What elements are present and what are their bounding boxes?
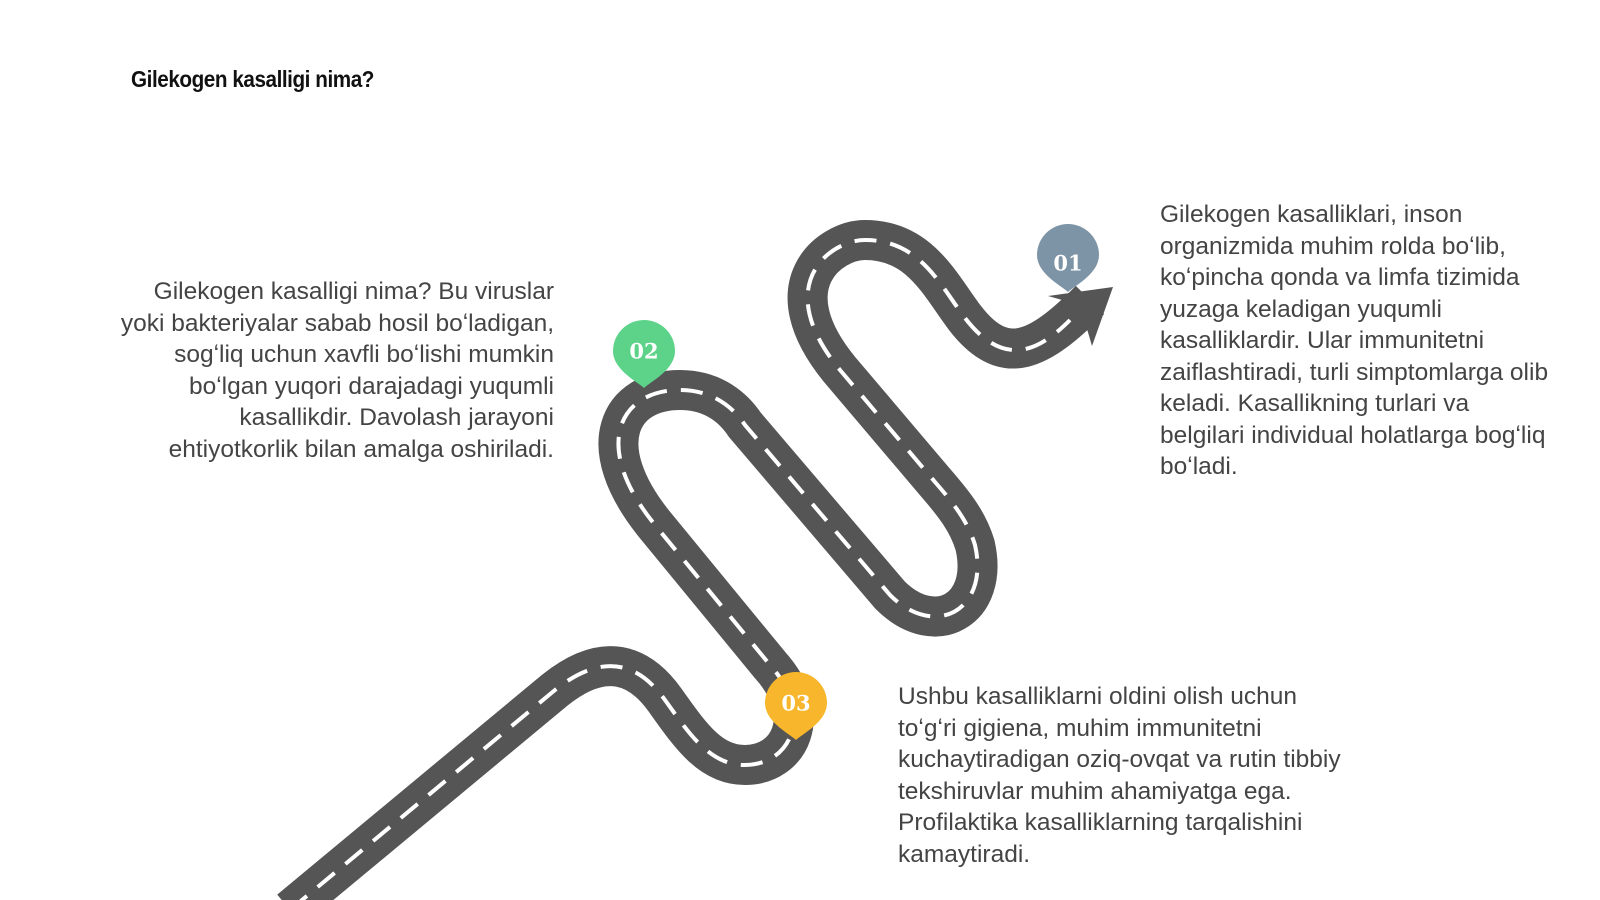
pin-number-02: 02 — [629, 339, 658, 364]
step-01-description: Gilekogen kasalliklari, inson organizmid… — [1160, 201, 1549, 480]
step-03-description: Ushbu kasalliklarni oldini olish uchun t… — [898, 683, 1341, 868]
road-lane-markings — [298, 237, 1072, 900]
slide-title: Gilekogen kasalligi nima? — [131, 66, 374, 92]
pin-number-01: 01 — [1053, 251, 1082, 276]
pin-02: 02 — [613, 320, 675, 388]
pin-01: 01 — [1037, 224, 1099, 292]
pin-number-03: 03 — [781, 691, 810, 716]
pin-03: 03 — [765, 672, 827, 740]
step-02-description: Gilekogen kasalligi nima? Bu viruslar yo… — [120, 278, 554, 463]
road — [277, 220, 1113, 900]
location-pin-icon — [1037, 224, 1099, 292]
road-arrow-head — [1048, 287, 1113, 346]
location-pin-icon — [765, 672, 827, 740]
location-pin-icon — [613, 320, 675, 388]
